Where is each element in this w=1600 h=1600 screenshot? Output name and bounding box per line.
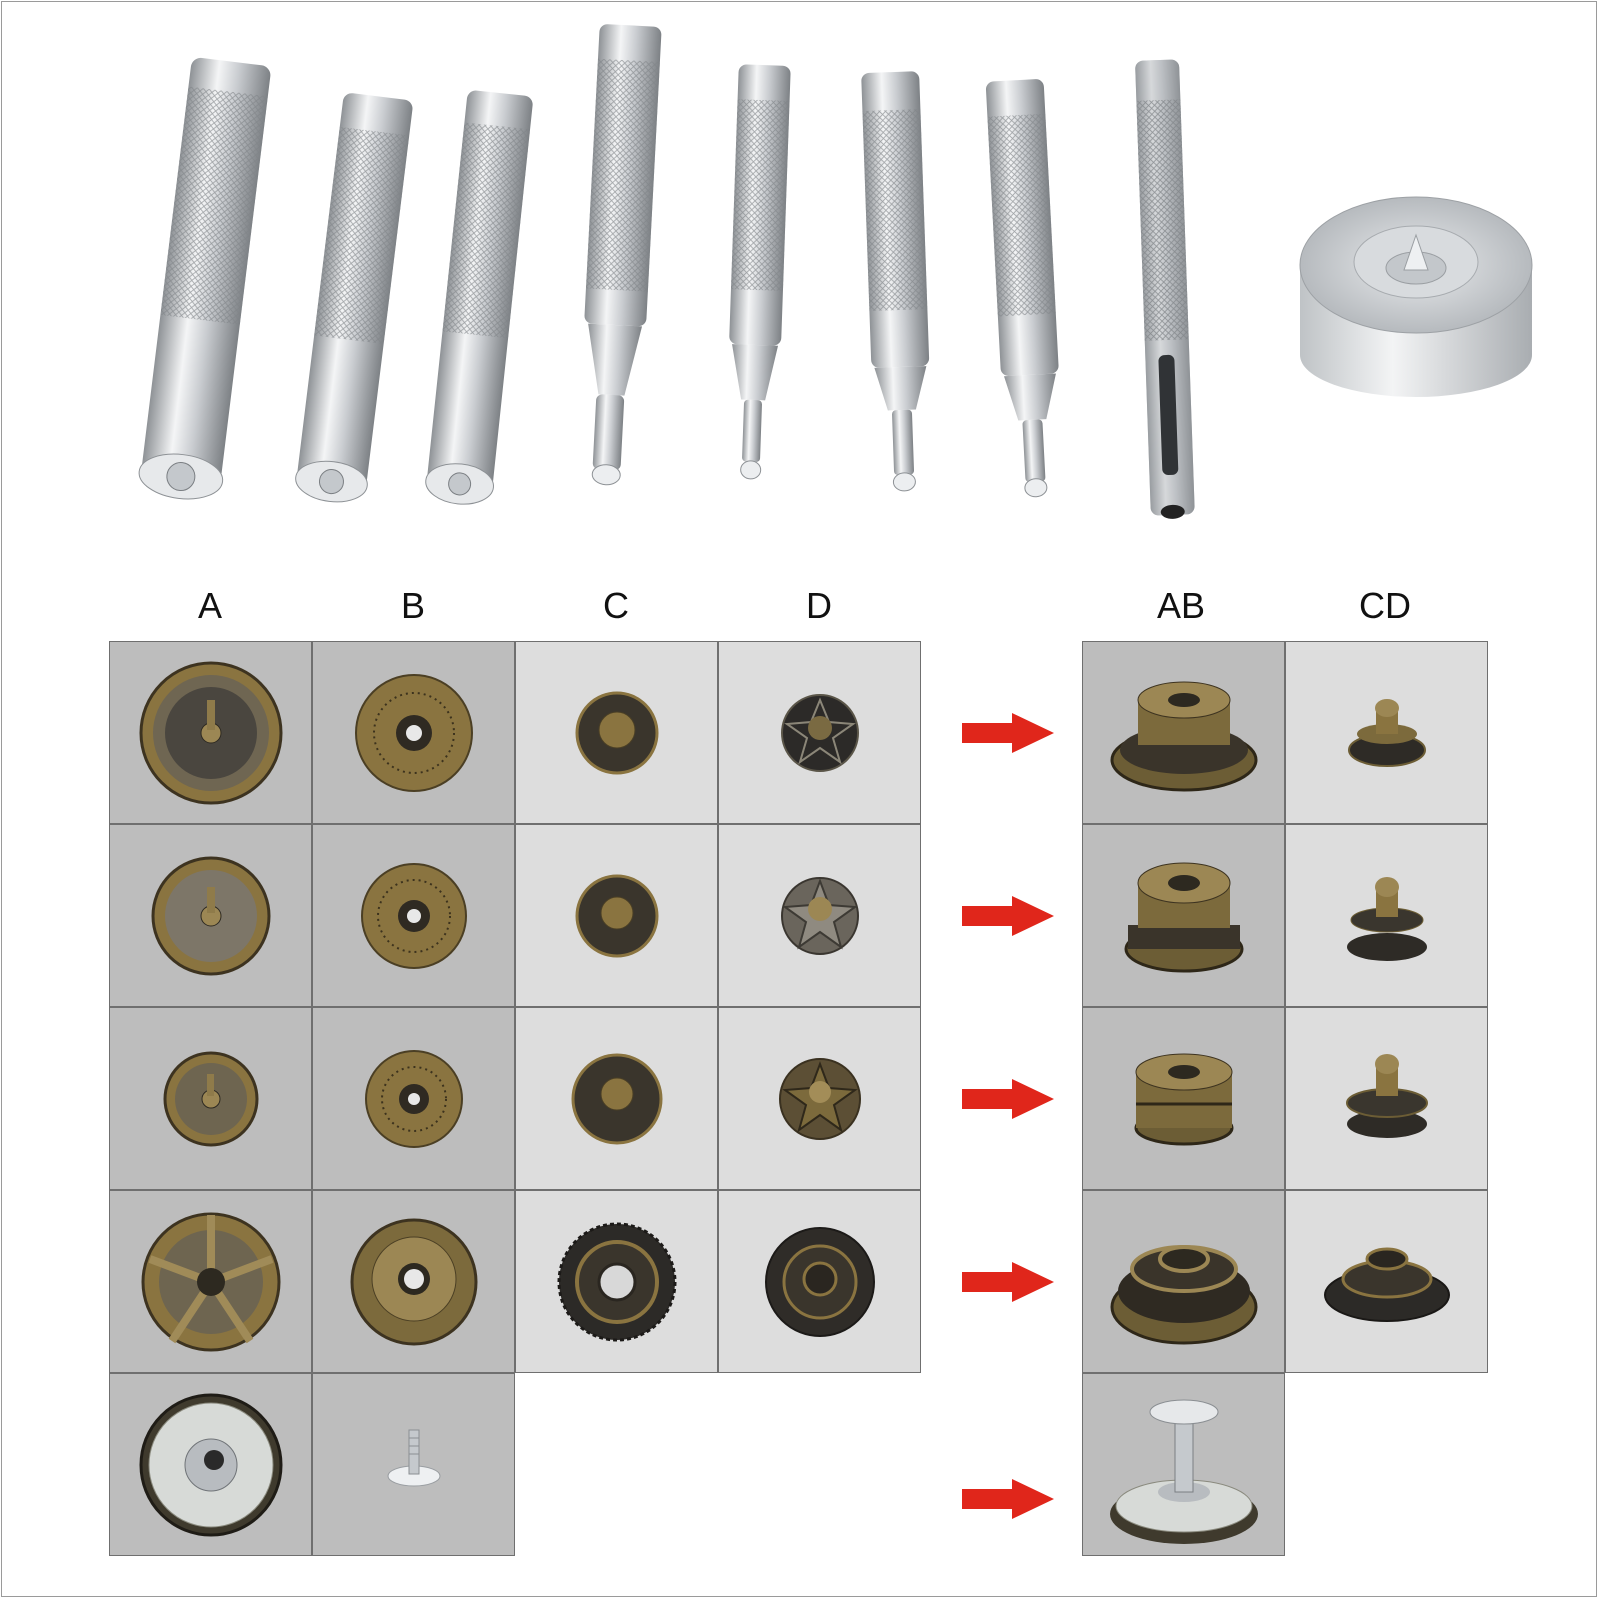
column-label-cd: CD (1359, 585, 1411, 626)
red-arrow-icon (962, 713, 1054, 753)
setting-tool-1 (138, 57, 271, 500)
cell-a-4 (109, 1190, 312, 1373)
cell-d-4 (718, 1190, 921, 1373)
anvil-base (1299, 196, 1533, 397)
snap-socket (365, 1050, 463, 1148)
cell-a-3 (109, 1007, 312, 1190)
red-arrow-icon (962, 1479, 1054, 1519)
cell-b-4 (312, 1190, 515, 1373)
snap-stud (557, 1222, 677, 1342)
setting-tool-5 (729, 64, 791, 480)
cell-c-2 (515, 824, 718, 1007)
cell-ab-1 (1082, 641, 1285, 824)
assembled-snap (1124, 862, 1244, 973)
snap-post (779, 1058, 861, 1140)
setting-tool-2 (295, 93, 413, 503)
cell-ab-5 (1082, 1373, 1285, 1556)
cell-cd-2 (1285, 824, 1488, 1007)
column-label-ab: AB (1156, 585, 1206, 626)
cell-ab-3 (1082, 1007, 1285, 1190)
cell-d-3 (718, 1007, 921, 1190)
cell-ab-2 (1082, 824, 1285, 1007)
cell-c-4 (515, 1190, 718, 1373)
cell-b-2 (312, 824, 515, 1007)
cell-a-5 (109, 1373, 312, 1556)
snap-post (765, 1227, 875, 1337)
setting-tool-6 (861, 71, 930, 492)
column-label-b: B (400, 585, 425, 626)
cell-c-1 (515, 641, 718, 824)
cell-cd-4 (1285, 1190, 1488, 1373)
assembled-stud (1347, 877, 1427, 961)
setting-tool-7 (985, 79, 1059, 498)
cell-cd-3 (1285, 1007, 1488, 1190)
red-arrow-icon (962, 1262, 1054, 1302)
column-label-c: C (603, 585, 629, 626)
snap-stud (575, 874, 659, 958)
snap-post (781, 694, 859, 772)
cell-cd-1 (1285, 641, 1488, 824)
assembled-snap (1110, 681, 1258, 792)
column-label-a: A (197, 585, 222, 626)
cell-b-1 (312, 641, 515, 824)
red-arrow-icon (962, 1079, 1054, 1119)
setting-tool-4 (584, 24, 662, 486)
snap-post (781, 877, 859, 955)
snap-cap (163, 1051, 259, 1147)
red-arrow-icon (962, 896, 1054, 936)
assembled-snap (1134, 1053, 1234, 1146)
setting-tool-3 (425, 90, 533, 505)
assembled-stud (1324, 1247, 1450, 1322)
assembled-jeans-button (1110, 1399, 1258, 1544)
cell-c-3 (515, 1007, 718, 1190)
cell-a-2 (109, 824, 312, 1007)
hole-punch-tool (1135, 59, 1195, 519)
snap-socket (350, 1218, 478, 1346)
cell-ab-4 (1082, 1190, 1285, 1373)
snap-socket (355, 674, 473, 792)
snap-cap (139, 661, 283, 805)
cell-d-2 (718, 824, 921, 1007)
snap-stud (571, 1053, 663, 1145)
cell-d-1 (718, 641, 921, 824)
jeans-button (139, 1393, 283, 1537)
cell-a-1 (109, 641, 312, 824)
assembled-snap (1110, 1245, 1258, 1345)
assembled-stud (1348, 699, 1426, 767)
assembled-stud (1346, 1054, 1428, 1138)
tack-pin (387, 1429, 441, 1487)
snap-cap (151, 856, 271, 976)
snap-stud (575, 691, 659, 775)
cell-b-5 (312, 1373, 515, 1556)
column-label-d: D (806, 585, 832, 626)
snap-cap (141, 1212, 281, 1352)
setting-tool-set (138, 24, 1533, 519)
snap-socket (361, 863, 467, 969)
cell-b-3 (312, 1007, 515, 1190)
